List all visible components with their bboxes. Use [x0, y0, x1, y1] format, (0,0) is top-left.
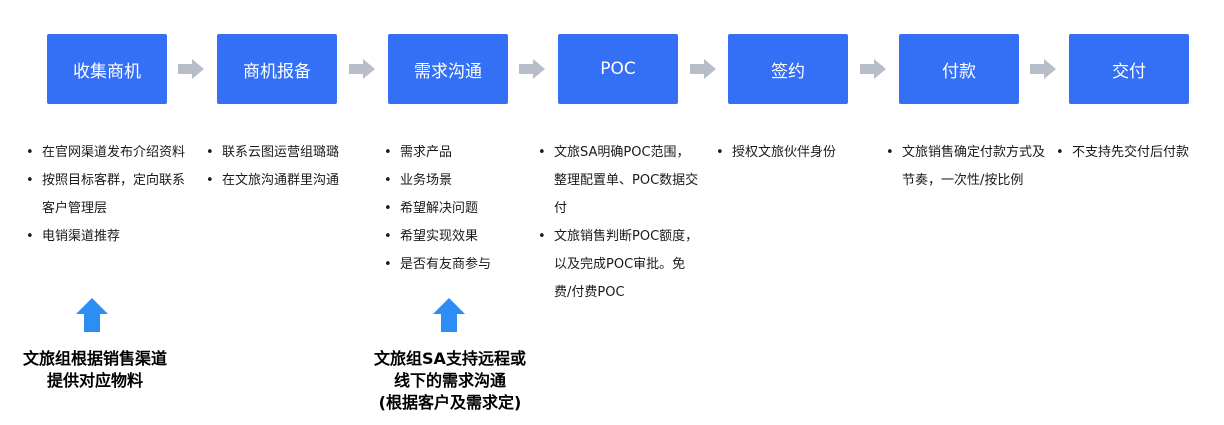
- detail-list-4: 文旅SA明确POC范围，整理配置单、POC数据交付 文旅销售判断POC额度，以及…: [536, 139, 700, 307]
- detail-item: 按照目标客群，定向联系客户管理层: [24, 167, 196, 223]
- detail-item: 需求产品: [382, 139, 532, 167]
- note-sa-support: 文旅组SA支持远程或 线下的需求沟通 (根据客户及需求定): [350, 348, 550, 414]
- note-sales-materials: 文旅组根据销售渠道 提供对应物料: [0, 348, 190, 392]
- detail-list-6: 文旅销售确定付款方式及节奏，一次性/按比例: [884, 139, 1052, 195]
- step-box-2: 商机报备: [217, 34, 337, 104]
- note-line: 文旅组根据销售渠道: [22, 349, 167, 368]
- detail-item: 希望解决问题: [382, 195, 532, 223]
- detail-list-5: 授权文旅伙伴身份: [714, 139, 874, 167]
- detail-item: 电销渠道推荐: [24, 223, 196, 251]
- note-line: 文旅组SA支持远程或: [374, 349, 526, 368]
- flow-arrow-5: [860, 59, 890, 79]
- detail-list-7: 不支持先交付后付款: [1054, 139, 1220, 167]
- flow-arrow-4: [690, 59, 720, 79]
- detail-item: 在官网渠道发布介绍资料: [24, 139, 196, 167]
- note-line: 提供对应物料: [46, 371, 143, 390]
- detail-item: 联系云图运营组璐璐: [204, 139, 376, 167]
- flow-arrow-1: [178, 59, 208, 79]
- detail-item: 不支持先交付后付款: [1054, 139, 1220, 167]
- detail-item: 授权文旅伙伴身份: [714, 139, 874, 167]
- detail-item: 在文旅沟通群里沟通: [204, 167, 376, 195]
- detail-item: 业务场景: [382, 167, 532, 195]
- step-box-3: 需求沟通: [388, 34, 508, 104]
- detail-item: 文旅SA明确POC范围，整理配置单、POC数据交付: [536, 139, 700, 223]
- step-box-7: 交付: [1069, 34, 1189, 104]
- step-box-1: 收集商机: [47, 34, 167, 104]
- detail-list-1: 在官网渠道发布介绍资料 按照目标客群，定向联系客户管理层 电销渠道推荐: [24, 139, 196, 251]
- detail-item: 是否有友商参与: [382, 251, 532, 279]
- up-arrow-icon: [433, 298, 465, 332]
- note-line: 线下的需求沟通: [393, 371, 506, 390]
- flow-arrow-3: [519, 59, 549, 79]
- up-arrow-icon: [76, 298, 108, 332]
- detail-item: 文旅销售判断POC额度，以及完成POC审批。免费/付费POC: [536, 223, 700, 307]
- detail-item: 文旅销售确定付款方式及节奏，一次性/按比例: [884, 139, 1052, 195]
- detail-item: 希望实现效果: [382, 223, 532, 251]
- step-box-4: POC: [558, 34, 678, 104]
- detail-list-3: 需求产品 业务场景 希望解决问题 希望实现效果 是否有友商参与: [382, 139, 532, 279]
- flow-arrow-2: [349, 59, 379, 79]
- step-box-6: 付款: [899, 34, 1019, 104]
- note-line: (根据客户及需求定): [378, 393, 522, 412]
- step-box-5: 签约: [728, 34, 848, 104]
- flow-arrow-6: [1030, 59, 1060, 79]
- detail-list-2: 联系云图运营组璐璐 在文旅沟通群里沟通: [204, 139, 376, 195]
